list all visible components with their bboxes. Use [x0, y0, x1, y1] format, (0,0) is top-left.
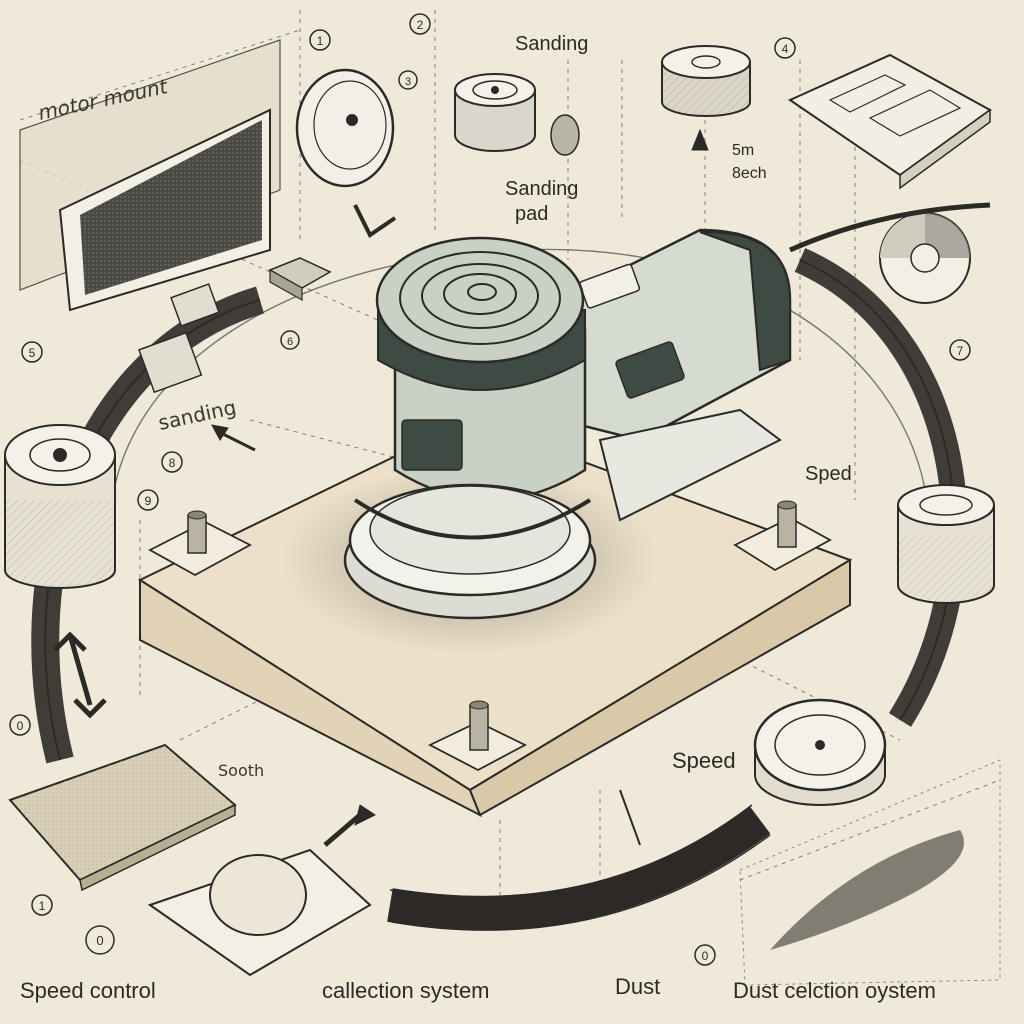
callout-marker: 3 [398, 70, 418, 90]
svg-text:6: 6 [287, 336, 293, 348]
callout-marker: 5 [21, 341, 43, 363]
svg-text:8: 8 [169, 456, 176, 470]
label-dust-collection-system: Dust celction oystem [733, 978, 936, 1003]
label-sooth: Sooth [218, 761, 264, 780]
label-note-1: 5m [732, 142, 754, 159]
callout-marker: 7 [949, 339, 971, 361]
board-clamp-front [427, 700, 527, 772]
dust-hose [387, 804, 771, 931]
label-speed-lower: Speed [672, 748, 736, 773]
callout-marker: 9 [137, 489, 159, 511]
svg-text:3: 3 [405, 76, 411, 88]
label-dust: Dust [615, 974, 660, 999]
dust-canister-right [897, 484, 995, 604]
svg-text:0: 0 [17, 719, 24, 733]
callout-marker: 6 [280, 330, 300, 350]
svg-text:9: 9 [145, 494, 152, 508]
svg-text:4: 4 [782, 42, 789, 56]
hardware-pieces [138, 257, 332, 394]
speed-dial [879, 212, 971, 304]
callout-marker: 1 [31, 894, 53, 916]
svg-text:5: 5 [29, 346, 36, 360]
callout-marker: 0 [694, 944, 716, 966]
speed-control-plate [147, 848, 372, 977]
dust-port [753, 698, 887, 806]
svg-text:0: 0 [96, 933, 103, 948]
svg-text:0: 0 [702, 949, 709, 963]
label-speed-control: Speed control [20, 978, 156, 1003]
svg-text:2: 2 [417, 18, 424, 32]
callout-marker: 4 [774, 37, 796, 59]
board-clamp-right [733, 500, 832, 572]
label-sanding-pad-2: pad [515, 203, 548, 225]
callout-marker: 0 [85, 925, 115, 955]
svg-text:7: 7 [957, 344, 964, 358]
sanding-disc-top-left [295, 68, 395, 188]
filter-panel [19, 39, 281, 312]
orbital-sander [343, 202, 991, 620]
label-sanding-pad-1: Sanding [505, 178, 578, 200]
svg-text:1: 1 [317, 34, 324, 48]
dust-canister-left [4, 424, 116, 589]
callout-marker: 2 [409, 13, 431, 35]
label-collection-system: callection system [322, 978, 490, 1003]
svg-text:1: 1 [39, 899, 46, 913]
manual-booklet [787, 53, 992, 190]
label-speed-right: Sped [805, 463, 852, 485]
board-clamp-left [148, 510, 252, 577]
direction-arrows [53, 128, 709, 847]
label-sanding-top: Sanding [515, 33, 588, 55]
sanding-sheet [8, 743, 237, 892]
callout-marker: 0 [9, 714, 31, 736]
callout-marker: 1 [309, 29, 331, 51]
sanding-drum-right [661, 45, 751, 117]
dust-cloud [739, 759, 1001, 986]
callout-markers: 1 2 3 4 5 6 7 8 9 0 0 1 0 [9, 13, 971, 966]
sanding-drum-top [454, 73, 580, 156]
label-note-2: 8ech [732, 165, 767, 182]
callout-marker: 8 [161, 451, 183, 473]
